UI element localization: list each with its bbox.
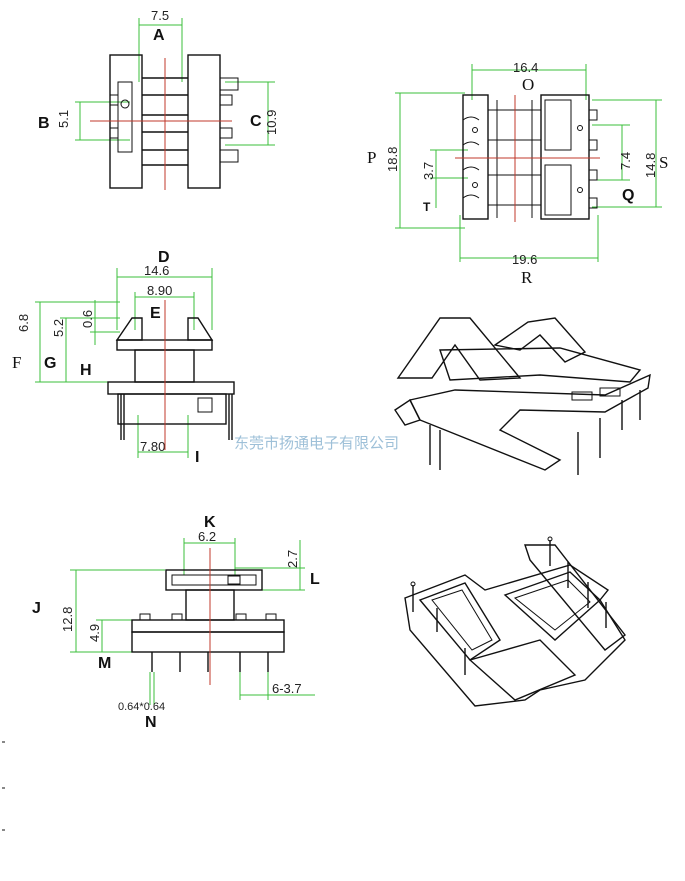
edge-marks [2, 741, 5, 831]
dim-f: 6.8 [16, 314, 31, 332]
dim-s: 14.8 [643, 153, 658, 178]
label-l: L [310, 571, 320, 588]
label-j: J [32, 600, 41, 617]
label-i: I [195, 449, 199, 466]
view-isometric-bottom [404, 536, 626, 707]
dim-h: 0.6 [80, 310, 95, 328]
dim-b: 5.1 [56, 110, 71, 128]
dim-pin-size: 0.64*0.64 [118, 701, 165, 713]
dim-c: 10.9 [264, 110, 279, 135]
label-h: H [80, 362, 92, 379]
label-f: F [12, 353, 21, 372]
dim-m: 4.9 [87, 624, 102, 642]
label-o: O [522, 75, 534, 94]
label-p: P [367, 148, 376, 167]
label-d: D [158, 249, 170, 266]
dim-pin-pitch: 6-3.7 [272, 681, 302, 696]
dim-p: 18.8 [385, 147, 400, 172]
dim-t: 3.7 [421, 162, 436, 180]
dim-o: 16.4 [513, 60, 538, 75]
dim-l: 2.7 [285, 550, 300, 568]
view-bottom-left: 6.2 K 2.7 L 12.8 J 4.9 M 6-3.7 0.64*0.64… [32, 514, 320, 731]
view-top-left: 7.5 A 5.1 B 10.9 C [38, 8, 279, 190]
dim-i: 7.80 [140, 439, 165, 454]
label-a: A [153, 27, 165, 44]
label-k: K [204, 514, 216, 531]
dim-j: 12.8 [60, 607, 75, 632]
label-b: B [38, 115, 50, 132]
view-isometric-top [394, 317, 651, 475]
company-watermark: 东莞市扬通电子有限公司 [234, 434, 399, 452]
dim-k: 6.2 [198, 529, 216, 544]
label-m: M [98, 655, 111, 672]
label-c: C [250, 113, 262, 130]
label-n: N [145, 714, 157, 731]
label-g: G [44, 355, 56, 372]
dim-q: 7.4 [618, 152, 633, 170]
label-r: R [521, 268, 533, 287]
dim-a: 7.5 [151, 8, 169, 23]
label-e: E [150, 305, 161, 322]
view-middle-left: 14.6 D 8.90 E 6.8 F 5.2 G 0.6 H 7.80 I [12, 249, 235, 466]
label-s: S [659, 153, 668, 172]
view-top-right: 16.4 O 18.8 P 3.7 T 7.4 Q 14.8 S 19.6 R [367, 60, 668, 287]
dim-e: 8.90 [147, 283, 172, 298]
label-q: Q [622, 187, 634, 204]
dim-r: 19.6 [512, 252, 537, 267]
label-t: T [423, 200, 431, 214]
dim-g: 5.2 [51, 319, 66, 337]
dim-d: 14.6 [144, 263, 169, 278]
